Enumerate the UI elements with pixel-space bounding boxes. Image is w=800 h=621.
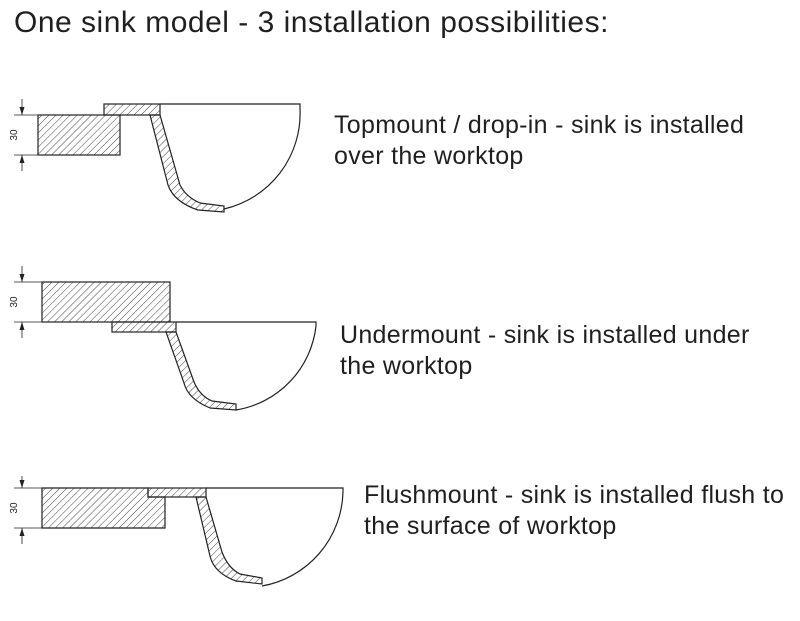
dim-arrow-bottom	[19, 155, 25, 163]
sink-wall-section	[165, 331, 237, 411]
worktop-section	[41, 281, 171, 323]
dim-label: 30	[9, 502, 20, 514]
sink-wall-section	[149, 114, 225, 213]
topmount-description: Topmount / drop-in - sink is installed o…	[334, 111, 745, 170]
dim-arrow-top	[19, 107, 25, 115]
sink-flange-section	[147, 487, 207, 498]
page-title: One sink model - 3 installation possibil…	[14, 6, 609, 39]
dim-arrow-bottom	[19, 528, 25, 536]
dim-arrow-top	[19, 480, 25, 488]
dimension-30: 30	[9, 266, 42, 338]
sink-bowl-arc	[261, 491, 344, 587]
undermount-diagram: 30	[9, 266, 317, 411]
flushmount-description: Flushmount - sink is installed flush to …	[364, 481, 785, 540]
dim-arrow-top	[19, 274, 25, 282]
worktop-section	[37, 114, 121, 156]
sink-rim-line	[206, 487, 344, 492]
topmount-diagram: 30	[9, 99, 301, 213]
dim-label: 30	[9, 296, 20, 308]
dimension-30: 30	[9, 476, 42, 544]
sink-flange-section	[111, 321, 177, 333]
worktop-section	[41, 487, 166, 529]
flushmount-diagram: 30	[9, 476, 344, 587]
dim-label: 30	[9, 129, 20, 141]
sink-bowl-arc	[223, 108, 301, 210]
dim-arrow-bottom	[19, 322, 25, 330]
sink-bowl-arc	[235, 325, 317, 411]
sink-wall-section	[195, 496, 263, 585]
undermount-description: Undermount - sink is installed under the…	[340, 321, 750, 380]
sink-flange-section	[103, 103, 161, 116]
sink-rim-line	[160, 103, 301, 109]
dimension-30: 30	[9, 99, 38, 171]
sink-rim-line	[176, 321, 317, 326]
